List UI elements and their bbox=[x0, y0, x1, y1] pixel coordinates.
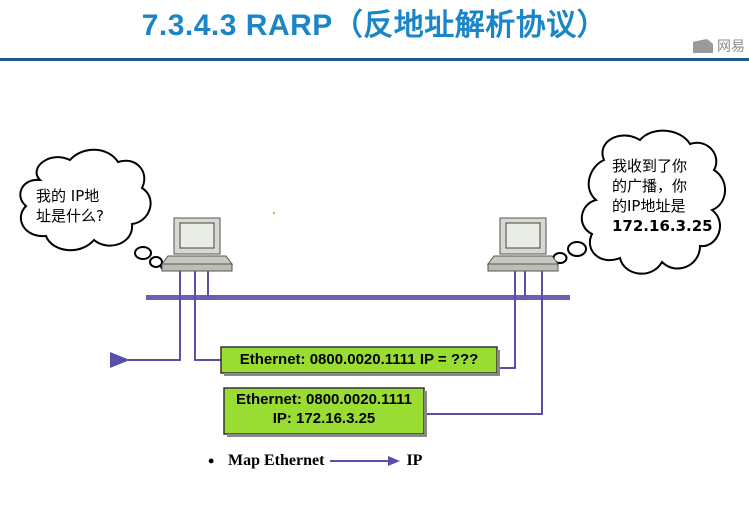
mapping-arrow-icon bbox=[330, 456, 401, 466]
thought-cloud-left bbox=[19, 148, 170, 271]
right-cloud-line: 我收到了你 bbox=[612, 157, 688, 175]
title-divider bbox=[0, 58, 749, 61]
right-cloud-line: 的IP地址是 bbox=[612, 197, 686, 215]
mapping-bullet: • Map Ethernet IP bbox=[208, 450, 422, 472]
mapping-from: Map Ethernet bbox=[228, 452, 325, 469]
reply-box-text: Ethernet: 0800.0020.1111 IP: 172.16.3.25 bbox=[224, 390, 424, 428]
computer-left bbox=[161, 217, 233, 272]
reply-box bbox=[223, 387, 425, 435]
reply-box-line2: IP: 172.16.3.25 bbox=[272, 410, 376, 427]
computer-right bbox=[487, 217, 559, 272]
request-arrow-left bbox=[110, 297, 181, 368]
right-cloud-line: 的广播，你 bbox=[612, 177, 688, 195]
page-title: 7.3.4.3 RARP（反地址解析协议） bbox=[141, 9, 608, 42]
left-cloud-line: 址是什么? bbox=[36, 207, 104, 225]
right-cloud-text: 我收到了你 的广播，你 的IP地址是 172.16.3.25 bbox=[612, 156, 722, 236]
reply-box-line1: Ethernet: 0800.0020.1111 bbox=[236, 391, 412, 408]
right-cloud-line: 172.16.3.25 bbox=[612, 217, 713, 235]
bullet-dot: • bbox=[208, 450, 215, 471]
request-box bbox=[220, 346, 498, 374]
logo-icon bbox=[693, 39, 713, 53]
request-path-right bbox=[497, 271, 516, 369]
left-cloud-text: 我的 IP地 址是什么? bbox=[36, 186, 136, 226]
network-bus bbox=[146, 295, 570, 300]
request-path-left-wire bbox=[194, 271, 221, 361]
mapping-to: IP bbox=[406, 452, 423, 469]
brand-logo: 网易 bbox=[693, 37, 745, 55]
thought-cloud-right bbox=[543, 129, 726, 275]
request-box-text: Ethernet: 0800.0020.1111 IP = ??? bbox=[239, 351, 479, 368]
logo-text: 网易 bbox=[717, 38, 745, 54]
reply-path bbox=[408, 297, 543, 422]
left-cloud-line: 我的 IP地 bbox=[36, 187, 100, 205]
stray-dot bbox=[272, 211, 276, 215]
